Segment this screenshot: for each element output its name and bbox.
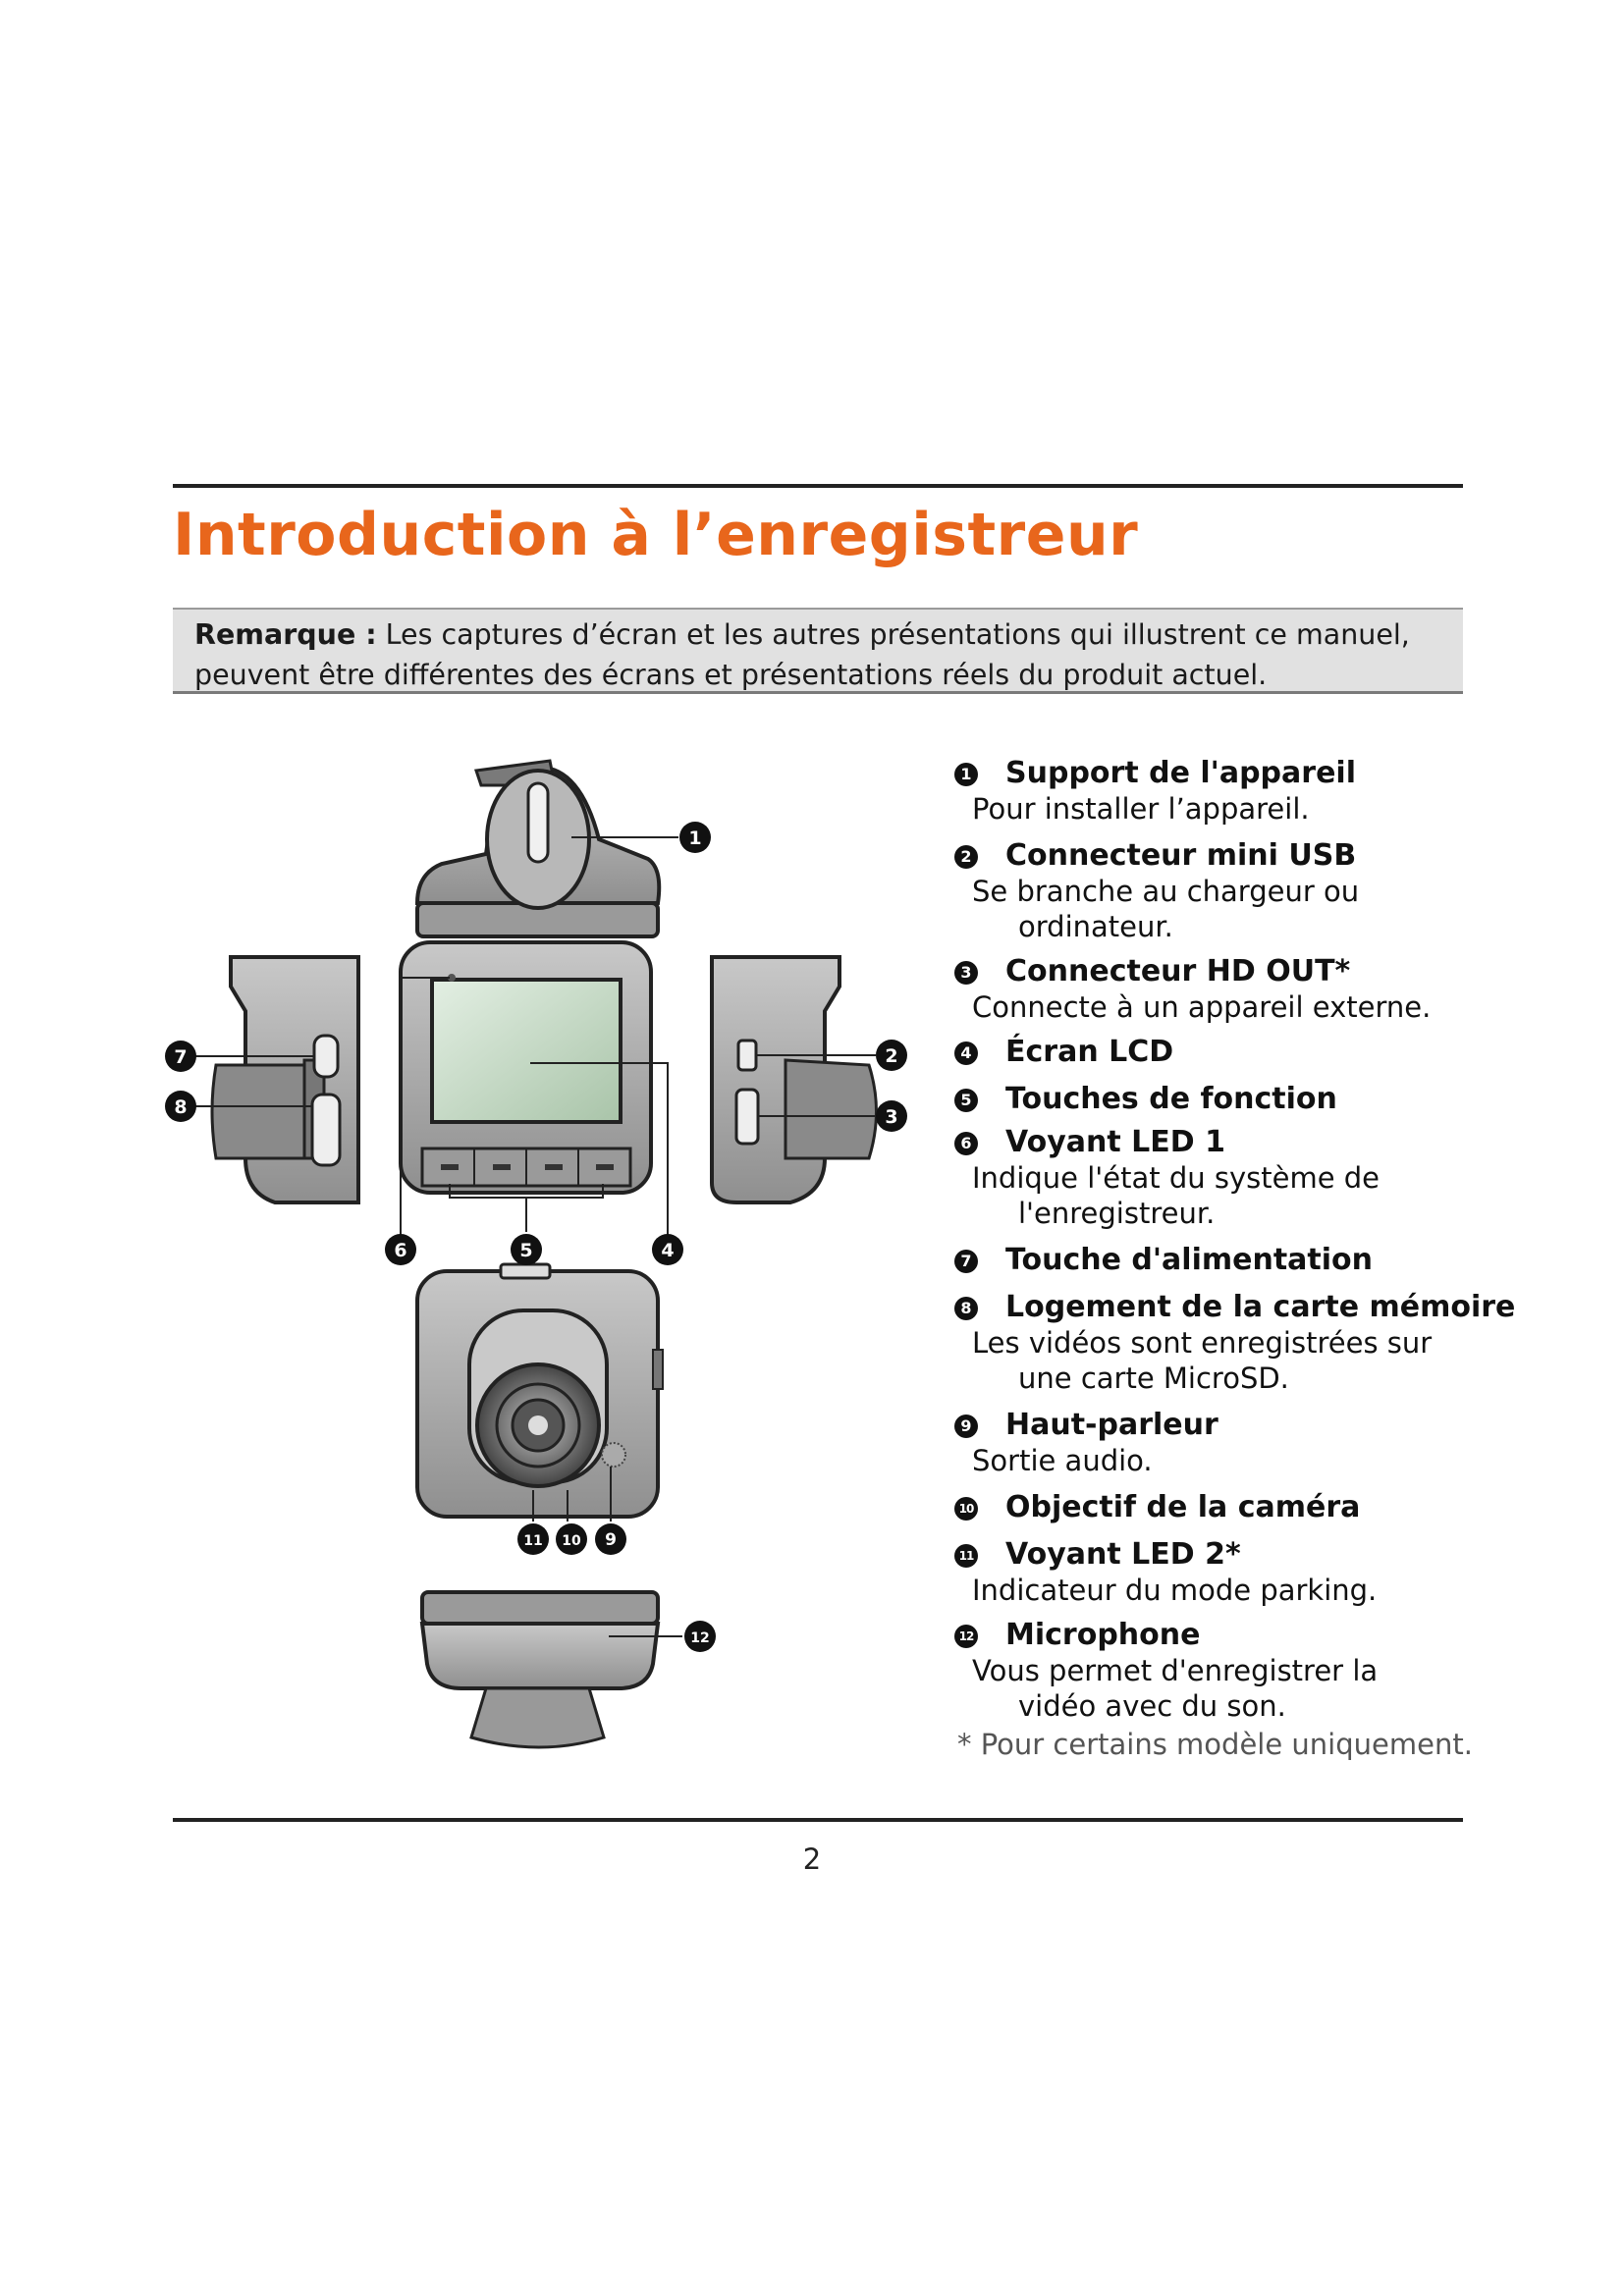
svg-text:11: 11 <box>523 1533 542 1549</box>
item-title: Voyant LED 1 <box>1005 1125 1225 1159</box>
callout-12: 12 <box>684 1621 716 1652</box>
front-view <box>399 940 669 1237</box>
svg-text:12: 12 <box>690 1630 709 1646</box>
item-description: Indicateur du mode parking. <box>972 1574 1378 1607</box>
callout-10: 10 <box>556 1523 587 1555</box>
number-badge: 11 <box>954 1544 978 1568</box>
item-description: Se branche au chargeur ou ordinateur. <box>972 875 1360 943</box>
svg-text:8: 8 <box>174 1096 187 1118</box>
number-badge: 8 <box>954 1297 978 1320</box>
note-box: Remarque : Les captures d’écran et les a… <box>173 608 1463 694</box>
item-title: Objectif de la caméra <box>1005 1490 1361 1524</box>
legend-item: 7 Touche d'alimentation <box>954 1243 1485 1278</box>
legend-item: 3 Connecteur HD OUT* Connecte à un appar… <box>954 954 1485 1025</box>
item-title: Voyant LED 2* <box>1005 1537 1241 1572</box>
rear-view <box>415 1262 664 1522</box>
right-side-view <box>710 955 878 1204</box>
page-number: 2 <box>802 1842 822 1876</box>
svg-text:10: 10 <box>562 1533 581 1549</box>
legend-item: 4 Écran LCD <box>954 1035 1485 1070</box>
number-badge: 1 <box>954 763 978 786</box>
svg-text:2: 2 <box>885 1045 897 1067</box>
note-label: Remarque : <box>194 618 377 651</box>
legend-item: 2 Connecteur mini USB Se branche au char… <box>954 838 1485 944</box>
callout-8: 8 <box>165 1091 196 1122</box>
callout-11: 11 <box>517 1523 549 1555</box>
top-view <box>414 759 662 938</box>
device-illustration: 1 2 3 4 5 6 7 8 <box>165 759 907 1749</box>
callout-6: 6 <box>385 1234 416 1265</box>
footnote: * Pour certains modèle uniquement. <box>957 1728 1473 1761</box>
svg-text:1: 1 <box>688 828 701 849</box>
item-description: Sortie audio. <box>972 1444 1153 1477</box>
legend-item: 11 Voyant LED 2* Indicateur du mode park… <box>954 1537 1485 1608</box>
legend-item: 9 Haut-parleur Sortie audio. <box>954 1408 1485 1478</box>
item-title: Connecteur HD OUT* <box>1005 954 1351 988</box>
callout-1: 1 <box>571 822 711 853</box>
legend-item: 5 Touches de fonction <box>954 1082 1485 1117</box>
item-description: Vous permet d'enregistrer la vidéo avec … <box>972 1654 1379 1723</box>
item-title: Touche d'alimentation <box>1005 1243 1373 1277</box>
legend-item: 1 Support de l'appareil Pour installer l… <box>954 756 1485 827</box>
item-description: Connecte à un appareil externe. <box>972 990 1432 1024</box>
device-diagram: 1 2 3 4 5 6 7 8 <box>157 746 943 1761</box>
number-badge: 6 <box>954 1132 978 1155</box>
legend-item: 12 Microphone Vous permet d'enregistrer … <box>954 1618 1485 1724</box>
left-side-view <box>192 955 360 1204</box>
svg-text:3: 3 <box>885 1106 897 1128</box>
item-title: Écran LCD <box>1005 1035 1174 1069</box>
svg-text:5: 5 <box>519 1240 532 1261</box>
item-title: Haut-parleur <box>1005 1408 1218 1442</box>
svg-text:4: 4 <box>661 1240 674 1261</box>
top-rule <box>173 484 1463 488</box>
legend-item: 10 Objectif de la caméra <box>954 1490 1485 1525</box>
item-title: Microphone <box>1005 1618 1201 1652</box>
number-badge: 9 <box>954 1415 978 1438</box>
callout-3: 3 <box>876 1100 907 1132</box>
number-badge: 4 <box>954 1041 978 1065</box>
note-body: Les captures d’écran et les autres prése… <box>194 618 1410 691</box>
item-description: Indique l'état du système de l'enregistr… <box>972 1161 1380 1230</box>
item-description: Les vidéos sont enregistrées sur une car… <box>972 1326 1433 1395</box>
legend-item: 6 Voyant LED 1 Indique l'état du système… <box>954 1125 1485 1231</box>
item-title: Connecteur mini USB <box>1005 838 1357 873</box>
bottom-view <box>419 1590 682 1749</box>
number-badge: 7 <box>954 1250 978 1273</box>
number-badge: 5 <box>954 1089 978 1112</box>
number-badge: 12 <box>954 1625 978 1648</box>
callout-7: 7 <box>165 1041 196 1072</box>
item-title: Support de l'appareil <box>1005 756 1356 790</box>
item-title: Touches de fonction <box>1005 1082 1337 1116</box>
svg-text:6: 6 <box>394 1240 406 1261</box>
number-badge: 3 <box>954 961 978 985</box>
number-badge: 10 <box>954 1497 978 1521</box>
svg-text:7: 7 <box>174 1046 187 1068</box>
svg-text:9: 9 <box>605 1530 617 1550</box>
legend-item: 8 Logement de la carte mémoire Les vidéo… <box>954 1290 1516 1396</box>
note-text: Remarque : Les captures d’écran et les a… <box>194 614 1441 695</box>
callout-5: 5 <box>511 1234 542 1265</box>
item-description: Pour installer l’appareil. <box>972 792 1310 826</box>
callout-2: 2 <box>876 1040 907 1071</box>
item-title: Logement de la carte mémoire <box>1005 1290 1516 1324</box>
component-legend: 1 Support de l'appareil Pour installer l… <box>954 756 1516 1724</box>
page-title: Introduction à l’enregistreur <box>173 501 1139 569</box>
callout-9: 9 <box>595 1523 626 1555</box>
number-badge: 2 <box>954 845 978 869</box>
callout-4: 4 <box>652 1234 683 1265</box>
bottom-rule <box>173 1818 1463 1822</box>
